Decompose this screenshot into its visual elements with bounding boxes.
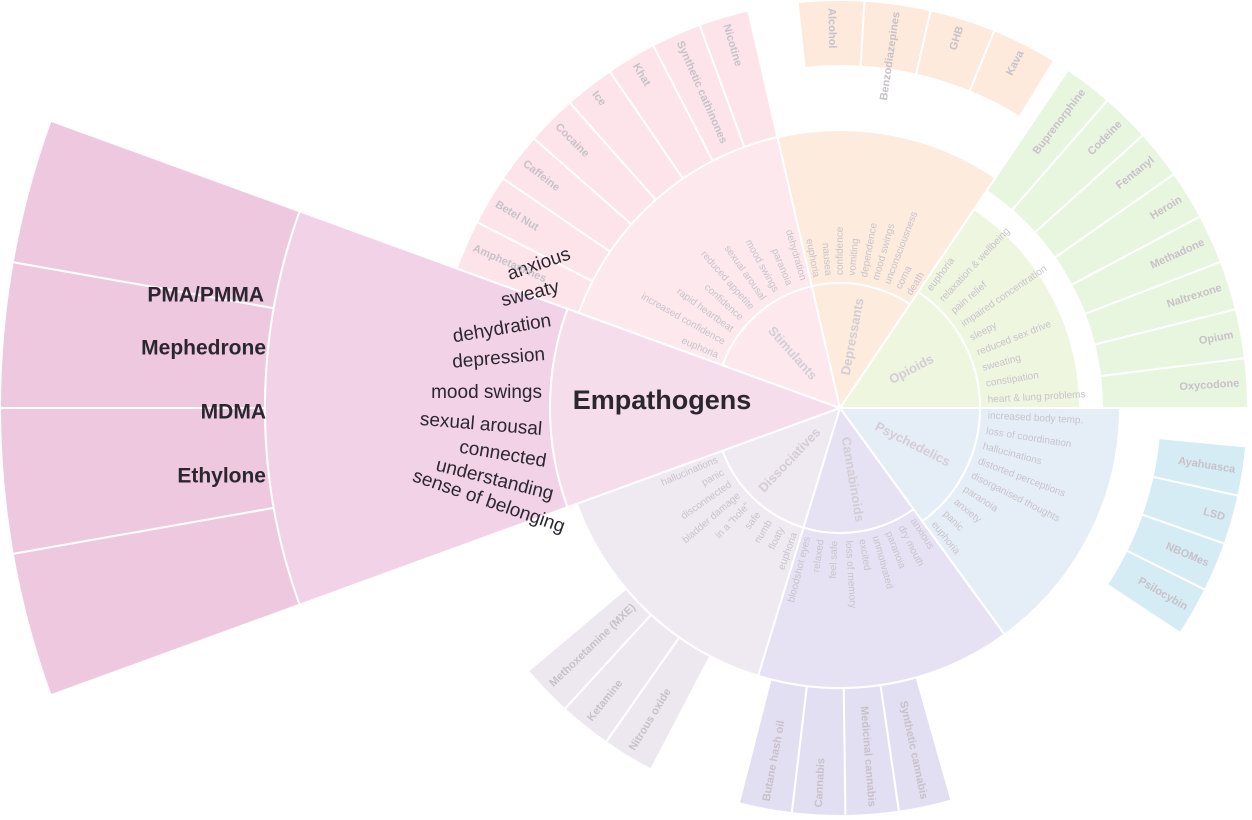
- category-core: [549, 282, 982, 534]
- drug-label: MDMA: [201, 401, 266, 424]
- drug-label: Oxycodone: [1179, 377, 1240, 393]
- drug-label: Alcohol: [825, 8, 838, 49]
- opioids-category-wedge[interactable]: [838, 290, 982, 409]
- empathogens-category-wedge[interactable]: [549, 307, 843, 509]
- drug-label: Ethylone: [177, 465, 266, 488]
- stimulants-category-wedge[interactable]: [721, 285, 842, 410]
- effect-label: increased body temp.: [988, 410, 1084, 426]
- effect-label: loss of memory: [843, 540, 858, 608]
- drug-label: LSD: [1202, 506, 1227, 524]
- drug-kava-segment[interactable]: [968, 29, 1056, 119]
- effect-label: confidence: [835, 226, 846, 275]
- effect-label: feel safe: [828, 540, 841, 579]
- effects-ring: [264, 129, 1122, 689]
- drug-psilocybin-segment[interactable]: [1105, 549, 1207, 635]
- effect-label: nausea: [819, 242, 833, 276]
- drug-label: Cannabis: [813, 758, 828, 808]
- drug-label: Mephedrone: [141, 337, 266, 360]
- effect-label: excited: [856, 538, 872, 571]
- psychedelics-category-wedge[interactable]: [838, 407, 982, 523]
- effect-label: heart & lung problems: [987, 389, 1085, 405]
- center-category-label: Empathogens: [573, 385, 752, 415]
- drug-label: PMA/PMMA: [147, 284, 264, 307]
- effect-label: relaxed: [811, 539, 827, 573]
- effect-label: mood swings: [431, 382, 542, 403]
- dissociatives-category-wedge[interactable]: [721, 406, 842, 529]
- effect-label: vomiting: [847, 238, 861, 276]
- depressants-category-wedge[interactable]: [810, 282, 912, 411]
